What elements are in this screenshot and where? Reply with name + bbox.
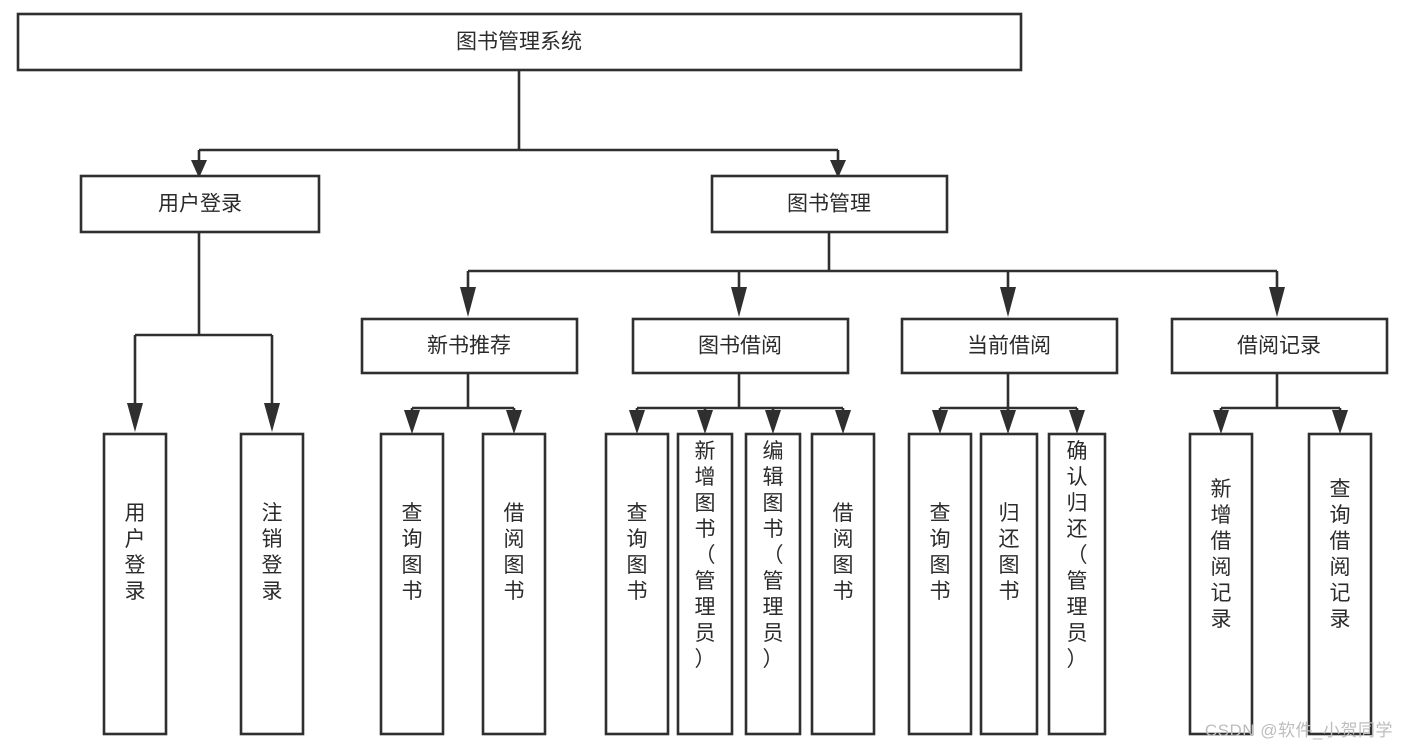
node-leaf-query-book-2-box[interactable] <box>604 432 670 736</box>
node-leaf-add-book[interactable]: 新增图书（管理员） <box>676 432 734 736</box>
node-root-label: 图书管理系统 <box>456 31 582 54</box>
arrow-head-book-manage <box>830 160 846 178</box>
arrow-head-leaf-query-record <box>1332 410 1348 434</box>
node-leaf-borrow-book-2[interactable]: 借阅图书 <box>810 432 876 736</box>
node-leaf-borrow-book-1-box[interactable] <box>481 432 547 736</box>
node-leaf-return-book-label: 归还图书 <box>999 502 1020 603</box>
node-leaf-add-record-box[interactable] <box>1188 432 1254 736</box>
node-leaf-borrow-book-1-label: 借阅图书 <box>504 502 525 603</box>
node-book-manage-box[interactable] <box>710 174 949 234</box>
node-leaf-logout[interactable]: 注销登录 <box>239 432 305 736</box>
node-leaf-edit-book-box[interactable] <box>744 432 802 736</box>
node-leaf-user-login[interactable]: 用户登录 <box>102 432 168 736</box>
node-leaf-query-book-2[interactable]: 查询图书 <box>604 432 670 736</box>
node-borrow-record-label: 借阅记录 <box>1237 335 1321 358</box>
node-borrow-record-box[interactable] <box>1170 317 1389 375</box>
arrow-head-user-login <box>191 160 207 178</box>
node-current-borrow[interactable]: 当前借阅 <box>900 317 1119 375</box>
node-leaf-query-record-label: 查询借阅记录 <box>1330 478 1351 631</box>
node-current-borrow-box[interactable] <box>900 317 1119 375</box>
arrow-head-leaf-add-book <box>697 410 713 434</box>
node-user-login-box[interactable] <box>79 174 321 234</box>
arrow-head-newbook <box>460 287 476 317</box>
arrow-head-currentborrow <box>1000 287 1016 317</box>
node-leaf-borrow-book-2-box[interactable] <box>810 432 876 736</box>
arrow-head-leaf-add-record <box>1213 410 1229 434</box>
node-leaf-logout-label: 注销登录 <box>262 502 283 603</box>
arrow-head-leaf-logout <box>264 403 280 432</box>
node-leaf-query-book-1-label: 查询图书 <box>402 502 423 603</box>
node-leaf-add-book-label: 新增图书（管理员） <box>695 440 716 671</box>
node-book-borrow-label: 图书借阅 <box>698 335 782 358</box>
node-leaf-query-book-1[interactable]: 查询图书 <box>379 432 445 736</box>
node-root[interactable]: 图书管理系统 <box>16 12 1023 72</box>
node-leaf-confirm-return-label: 确认归还（管理员） <box>1067 440 1088 671</box>
node-book-borrow-box[interactable] <box>631 317 850 375</box>
node-book-manage[interactable]: 图书管理 <box>710 174 949 234</box>
node-leaf-query-book-2-label: 查询图书 <box>627 502 648 603</box>
node-leaf-query-book-1-box[interactable] <box>379 432 445 736</box>
node-user-login-label: 用户登录 <box>158 193 242 216</box>
node-borrow-record[interactable]: 借阅记录 <box>1170 317 1389 375</box>
node-new-book-rec-box[interactable] <box>360 317 579 375</box>
node-leaf-add-record-label: 新增借阅记录 <box>1211 478 1232 631</box>
node-leaf-borrow-book-2-label: 借阅图书 <box>833 502 854 603</box>
arrow-head-leaf-borrow-book-1 <box>506 410 522 434</box>
node-leaf-query-book-3[interactable]: 查询图书 <box>907 432 973 736</box>
arrow-head-leaf-query-book-3 <box>932 410 948 434</box>
node-leaf-logout-box[interactable] <box>239 432 305 736</box>
node-leaf-query-record-box[interactable] <box>1307 432 1373 736</box>
node-leaf-add-book-box[interactable] <box>676 432 734 736</box>
node-leaf-return-book-box[interactable] <box>979 432 1039 736</box>
arrow-head-bookborrow <box>731 287 747 317</box>
arrow-head-leaf-borrow-book-2 <box>835 410 851 434</box>
node-new-book-rec-label: 新书推荐 <box>427 335 511 358</box>
node-leaf-query-record[interactable]: 查询借阅记录 <box>1307 432 1373 736</box>
node-leaf-add-record[interactable]: 新增借阅记录 <box>1188 432 1254 736</box>
connector-layer <box>127 70 1348 434</box>
node-leaf-user-login-box[interactable] <box>102 432 168 736</box>
node-new-book-rec[interactable]: 新书推荐 <box>360 317 579 375</box>
arrow-head-leaf-edit-book <box>765 410 781 434</box>
node-leaf-edit-book[interactable]: 编辑图书（管理员） <box>744 432 802 736</box>
arrow-head-leaf-confirm-return <box>1069 410 1085 434</box>
node-root-box[interactable] <box>16 12 1023 72</box>
node-current-borrow-label: 当前借阅 <box>967 335 1051 358</box>
node-user-login[interactable]: 用户登录 <box>79 174 321 234</box>
arrow-head-leaf-query-book-1 <box>404 410 420 434</box>
arrow-head-leaf-return-book <box>1000 410 1016 434</box>
node-leaf-query-book-3-label: 查询图书 <box>930 502 951 603</box>
node-book-borrow[interactable]: 图书借阅 <box>631 317 850 375</box>
arrow-head-borrowrecord <box>1269 287 1285 317</box>
csdn-watermark: CSDN @软件_小贺同学 <box>1204 721 1393 740</box>
node-book-manage-label: 图书管理 <box>787 193 871 216</box>
node-leaf-borrow-book-1[interactable]: 借阅图书 <box>481 432 547 736</box>
node-leaf-edit-book-label: 编辑图书（管理员） <box>763 440 784 671</box>
node-leaf-query-book-3-box[interactable] <box>907 432 973 736</box>
node-leaf-user-login-label: 用户登录 <box>125 502 146 603</box>
node-leaf-confirm-return-box[interactable] <box>1047 432 1107 736</box>
node-leaf-return-book[interactable]: 归还图书 <box>979 432 1039 736</box>
arrow-head-leaf-query-book-2 <box>629 410 645 434</box>
node-leaf-confirm-return[interactable]: 确认归还（管理员） <box>1047 432 1107 736</box>
arrow-head-leaf-user-login <box>127 403 143 432</box>
